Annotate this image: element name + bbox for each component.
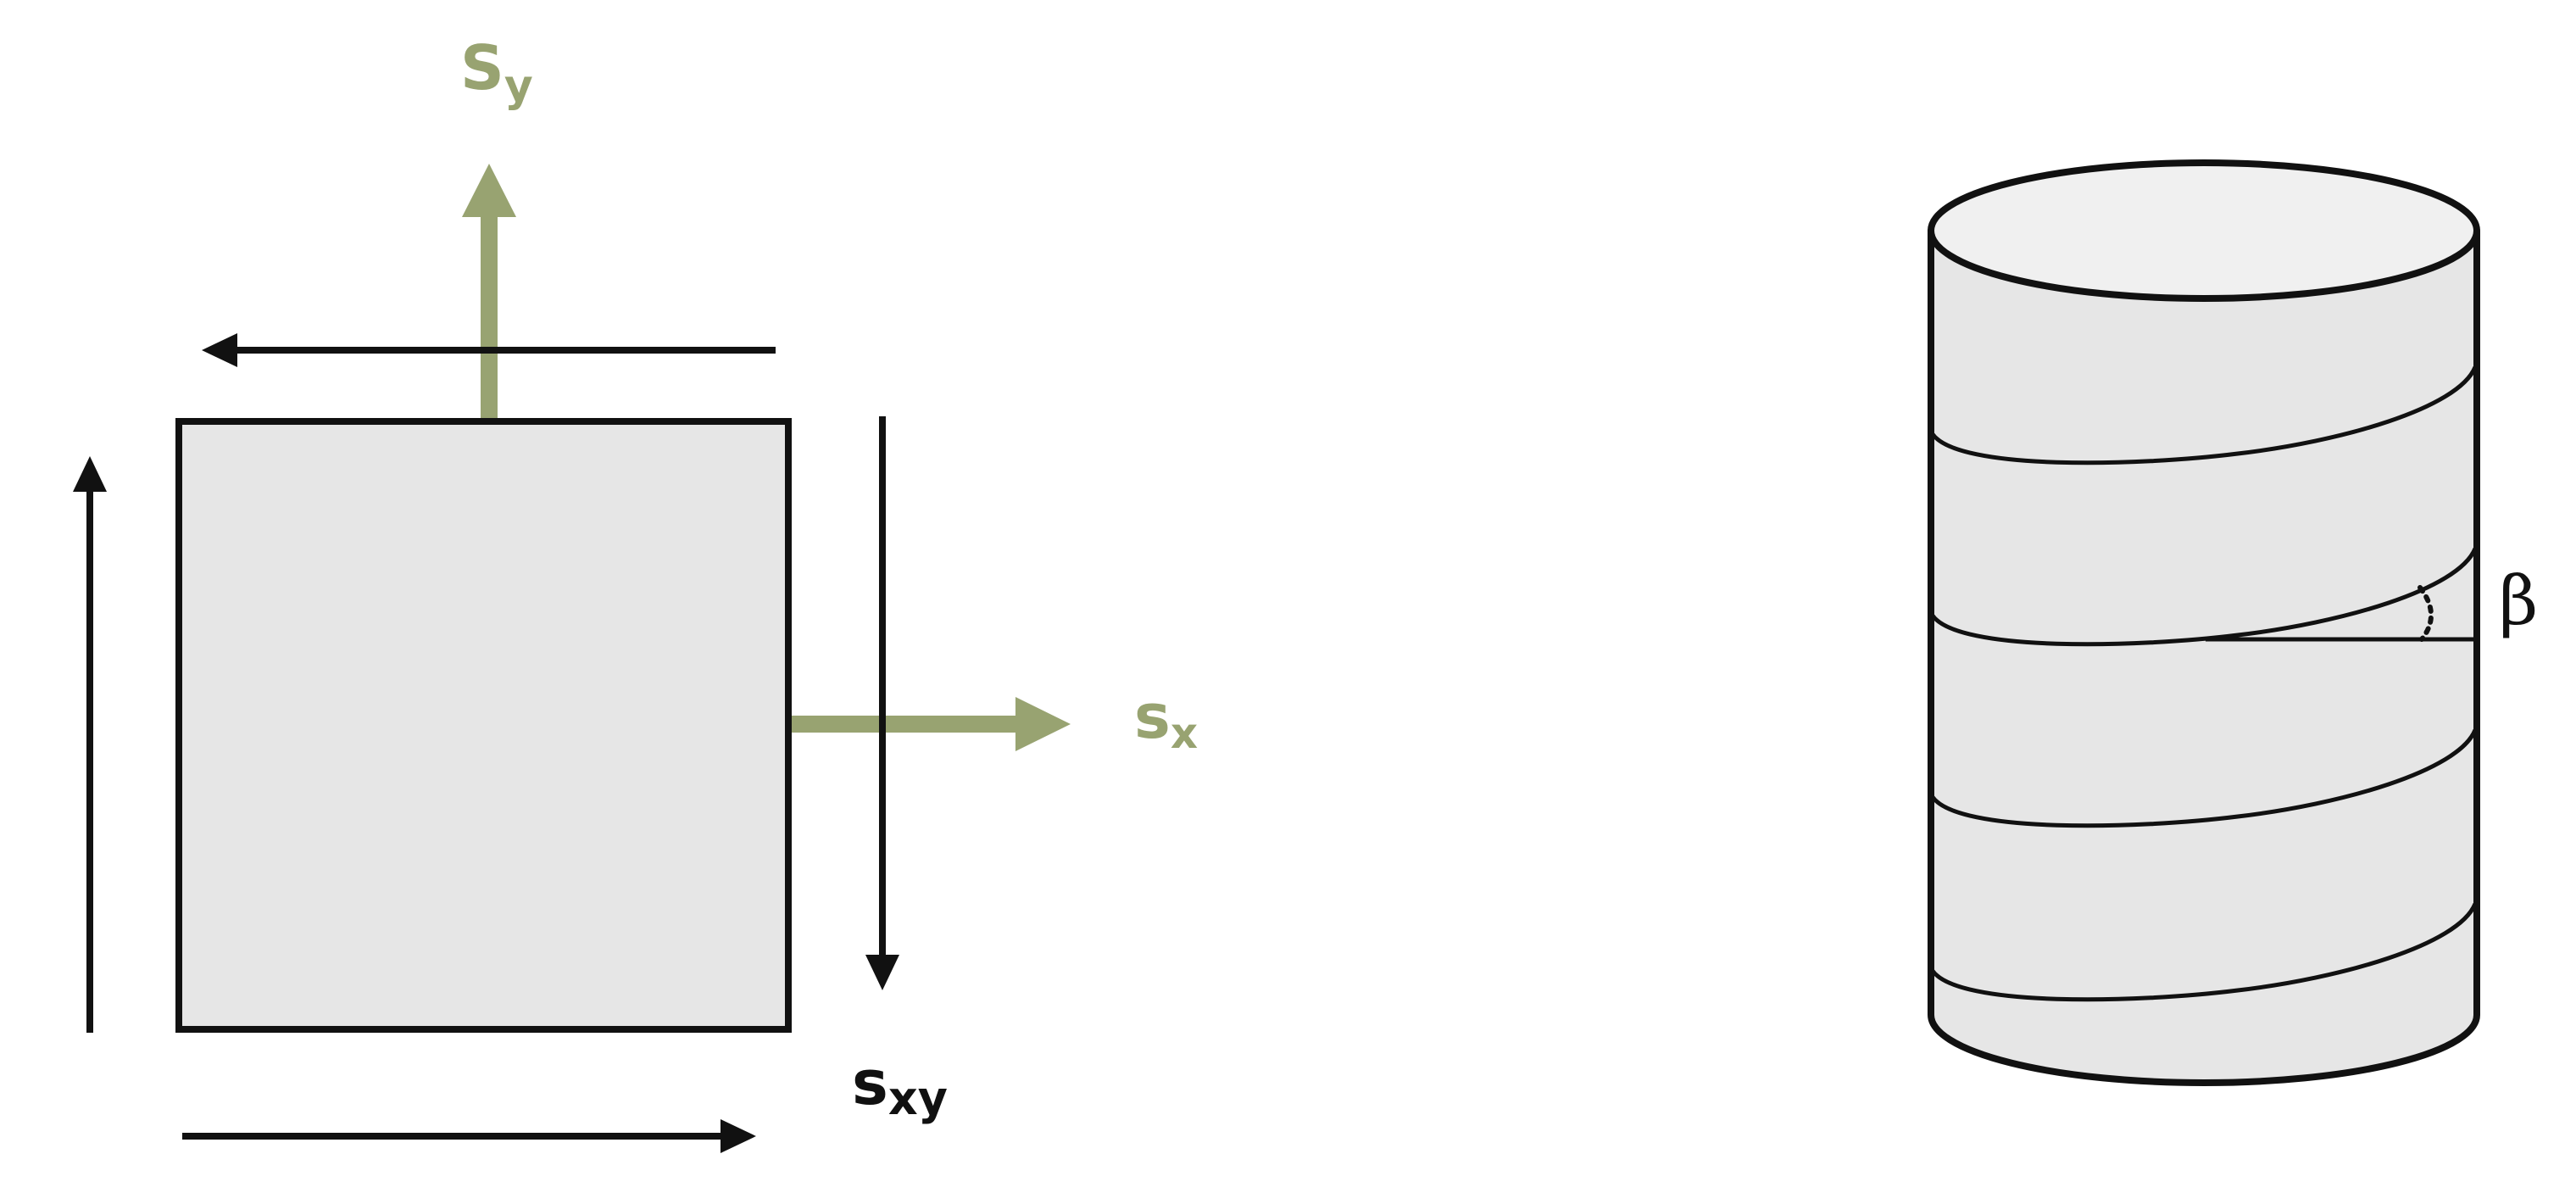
angle-arc [2417, 585, 2434, 642]
cylinder-top [1928, 159, 2480, 302]
sx-label: sx [1134, 681, 1198, 758]
stress-element-figure: Sy sx sxy [73, 32, 1198, 1153]
helix-seam [1930, 902, 2478, 1002]
shear-arrow-top [202, 333, 776, 367]
shear-arrow-right [865, 416, 899, 990]
shear-arrow-bottom [182, 1119, 756, 1153]
helix-seam [1930, 547, 2478, 647]
sy-label: Sy [460, 32, 533, 112]
helix-seam [1930, 365, 2478, 465]
shear-arrow-left [73, 456, 107, 1033]
helix-seams [1930, 365, 2478, 1002]
cylinder-body [1928, 227, 2480, 1086]
sx-arrow [792, 697, 1071, 751]
stress-element-square [175, 418, 792, 1033]
helical-cylinder-figure: β [1928, 159, 2538, 1086]
sxy-label: sxy [852, 1047, 948, 1125]
helix-seam [1930, 728, 2478, 828]
beta-label: β [2499, 561, 2538, 640]
sy-arrow [462, 164, 516, 418]
